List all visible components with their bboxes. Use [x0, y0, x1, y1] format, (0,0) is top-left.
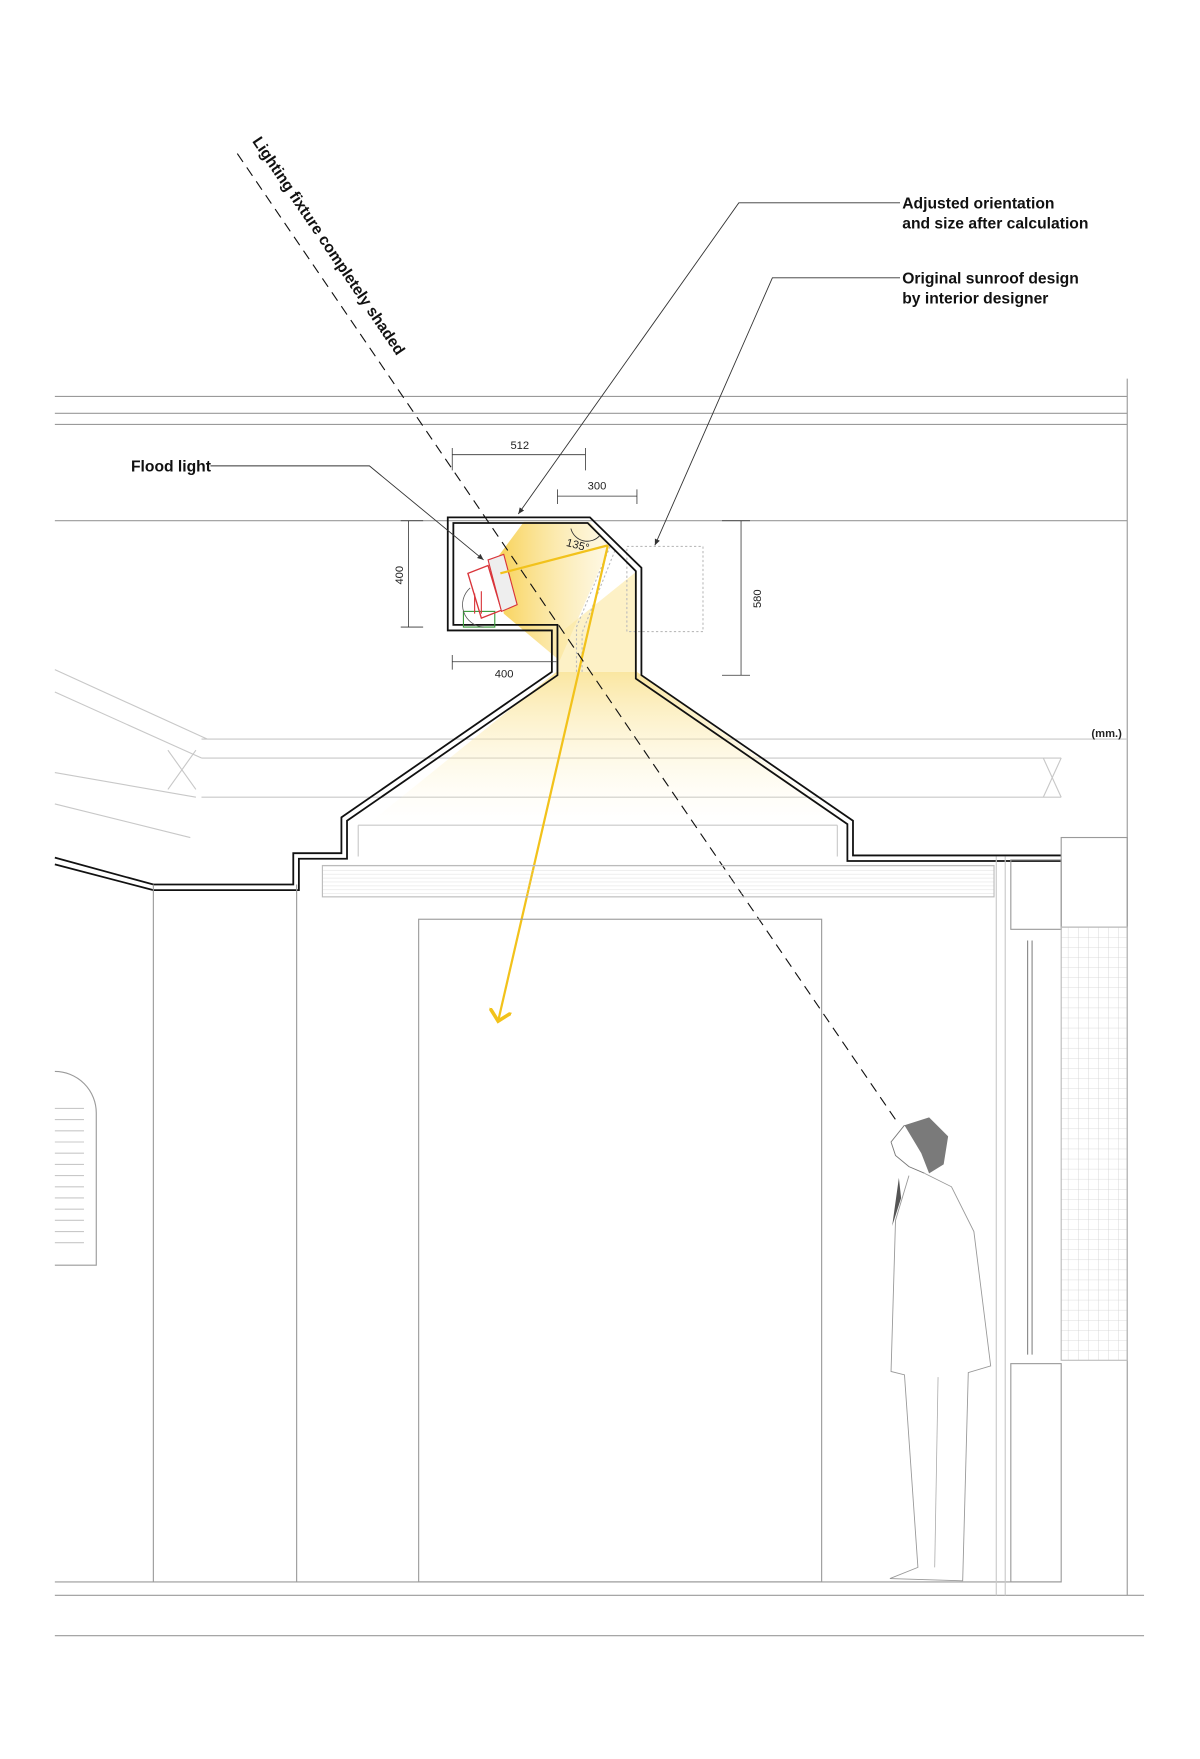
original-leader	[654, 277, 900, 546]
flood-leader	[210, 465, 484, 561]
right-column	[1010, 836, 1128, 1583]
adjusted-label-2: and size after calculation	[902, 216, 1088, 233]
light-cone-shaft	[556, 571, 637, 672]
original-label-2: by interior designer	[902, 291, 1048, 308]
adjusted-label-1: Adjusted orientation	[902, 195, 1054, 212]
adjusted-leader	[517, 202, 900, 515]
angle-arc	[570, 528, 601, 542]
dim-400-vertical: 400	[394, 566, 406, 585]
dim-400-horizontal: 400	[495, 668, 514, 680]
light-ray-reflected	[498, 545, 609, 1021]
shade-label: Lighting fixture completely shaded	[249, 134, 408, 358]
dim-580: 580	[752, 589, 764, 608]
flood-light-fixture	[462, 553, 518, 628]
arched-window	[54, 1070, 97, 1266]
dim-300: 300	[588, 480, 607, 492]
dim-512: 512	[510, 440, 529, 452]
original-label-1: Original sunroof design	[902, 270, 1079, 287]
dimension-lines	[400, 447, 750, 676]
person-figure	[889, 1117, 992, 1582]
shade-sightline	[236, 153, 896, 1120]
original-sunroof-outline	[575, 545, 704, 672]
light-ray-upper	[500, 544, 609, 575]
flood-light-label: Flood light	[131, 458, 212, 475]
light-cone-upper	[498, 521, 611, 661]
light-cone-lower	[369, 671, 851, 823]
interior-walls	[54, 856, 1145, 1637]
sunroof-outline	[54, 516, 1062, 892]
units-label: (mm.)	[1091, 728, 1122, 740]
angle-label: 135°	[565, 537, 590, 555]
